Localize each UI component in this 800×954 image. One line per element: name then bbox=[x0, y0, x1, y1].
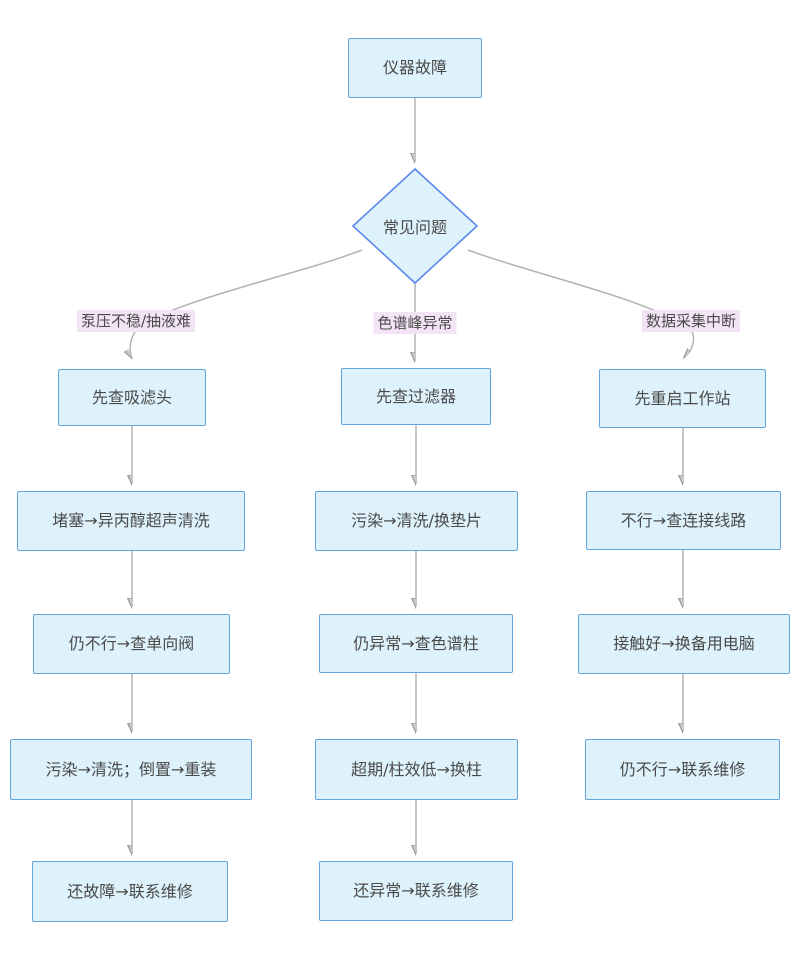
edge-decision-to-branch1 bbox=[130, 249, 363, 358]
branch3-step1-node: 先重启工作站 bbox=[599, 369, 766, 428]
branch1-step1-node: 先查吸滤头 bbox=[58, 369, 206, 426]
branch1-step3-node: 仍不行→查单向阀 bbox=[33, 614, 230, 674]
branch2-step4-node: 超期/柱效低→换柱 bbox=[315, 739, 518, 800]
branch1-step5-node: 还故障→联系维修 bbox=[32, 861, 228, 922]
branch2-step3-node: 仍异常→查色谱柱 bbox=[319, 614, 513, 673]
branch3-step4-node: 仍不行→联系维修 bbox=[585, 739, 780, 800]
branch3-step2-node: 不行→查连接线路 bbox=[586, 491, 781, 550]
edge-label-pump-pressure: 泵压不稳/抽液难 bbox=[76, 310, 196, 332]
decision-common-problems-label: 常见问题 bbox=[382, 218, 448, 237]
branch1-step4-node: 污染→清洗；倒置→重装 bbox=[10, 739, 252, 800]
branch2-step1-node: 先查过滤器 bbox=[341, 368, 491, 425]
branch2-step5-node: 还异常→联系维修 bbox=[319, 861, 513, 921]
branch3-step3-node: 接触好→换备用电脑 bbox=[578, 614, 790, 674]
branch1-step2-node: 堵塞→异丙醇超声清洗 bbox=[17, 491, 245, 551]
node-instrument-fault: 仪器故障 bbox=[348, 38, 482, 98]
edge-label-data-interrupt: 数据采集中断 bbox=[641, 310, 741, 332]
edge-decision-to-branch3 bbox=[467, 249, 695, 358]
edge-label-peak-abnormal: 色谱峰异常 bbox=[373, 312, 457, 334]
decision-diamond-shape bbox=[351, 167, 479, 285]
branch2-step2-node: 污染→清洗/换垫片 bbox=[315, 491, 518, 551]
